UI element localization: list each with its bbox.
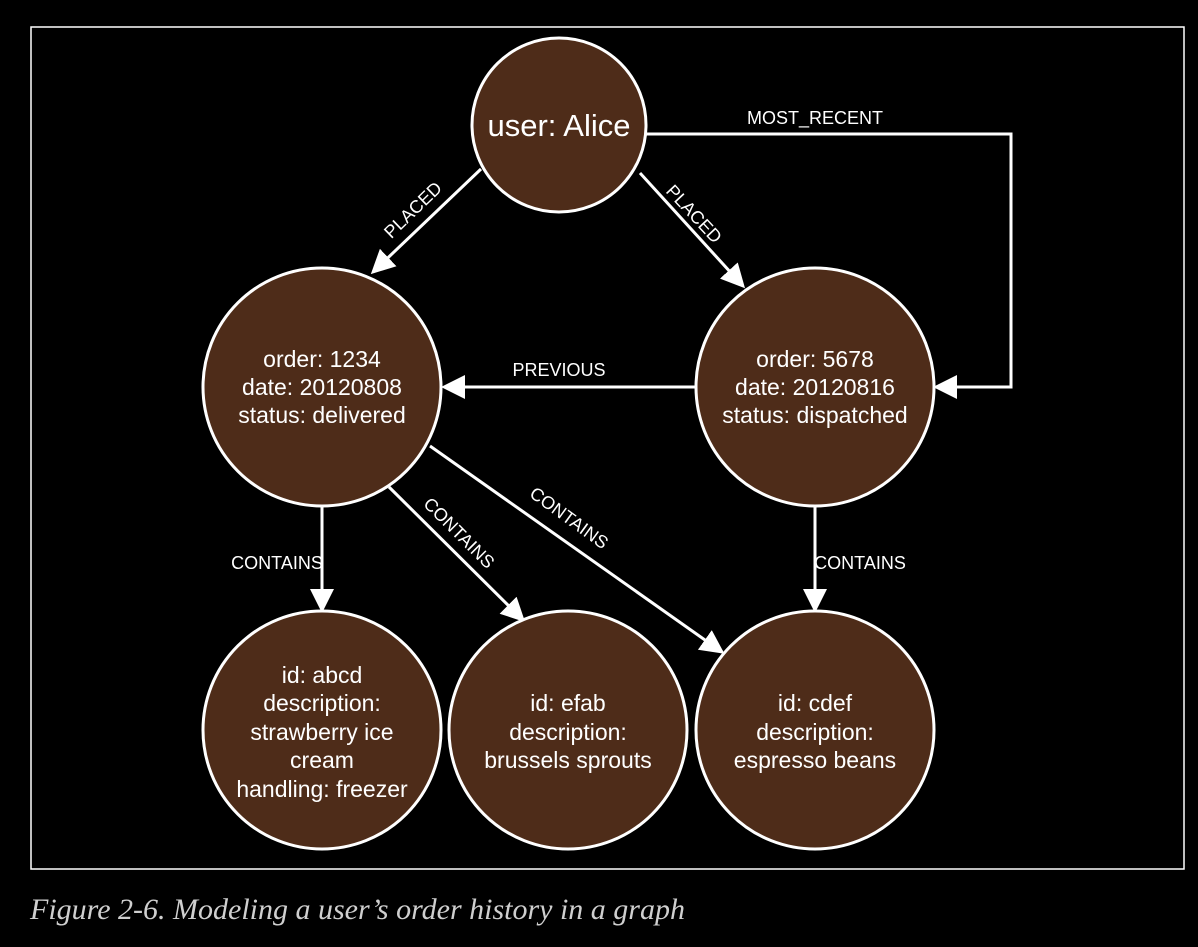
figure-caption: Figure 2-6. Modeling a user’s order hist… <box>30 893 685 926</box>
edge-line <box>429 444 725 654</box>
node-circle <box>694 266 936 508</box>
node-order-1234: order: 1234 date: 20120808 status: deliv… <box>201 266 443 508</box>
edge-previous: PREVIOUS <box>441 360 697 399</box>
edge-label-contains: CONTAINS <box>814 553 906 573</box>
node-line: order: 5678 <box>756 346 874 372</box>
node-item-abcd: id: abcd description: strawberry ice cre… <box>201 609 443 851</box>
edge-line <box>370 167 483 275</box>
node-line: description: <box>263 690 381 716</box>
node-line: order: 1234 <box>263 346 381 372</box>
node-order-5678: order: 5678 date: 20120816 status: dispa… <box>694 266 936 508</box>
node-line: brussels sprouts <box>484 747 651 773</box>
edge-placed-1234: PLACED <box>370 167 483 275</box>
edge-contains-efab: CONTAINS <box>387 485 526 623</box>
node-user-alice: user: Alice <box>470 36 648 214</box>
node-line: id: efab <box>530 690 605 716</box>
edge-label-previous: PREVIOUS <box>512 360 605 380</box>
edge-line <box>645 132 1013 399</box>
node-line: id: cdef <box>778 690 853 716</box>
edge-contains-cdef-from-5678: CONTAINS <box>803 506 906 613</box>
node-line: strawberry ice <box>250 719 393 745</box>
edge-contains-abcd: CONTAINS <box>231 506 334 613</box>
node-circle <box>694 609 936 851</box>
frame-border <box>30 26 1185 870</box>
node-line: id: abcd <box>282 662 363 688</box>
edge-label-placed: PLACED <box>662 181 726 247</box>
node-line: user: Alice <box>487 108 630 143</box>
node-line: cream <box>290 747 354 773</box>
node-item-efab: id: efab description: brussels sprouts <box>447 609 689 851</box>
edge-label-contains: CONTAINS <box>231 553 323 573</box>
node-line: date: 20120808 <box>242 374 402 400</box>
node-item-cdef: id: cdef description: espresso beans <box>694 609 936 851</box>
node-circle <box>447 609 689 851</box>
node-line: espresso beans <box>734 747 896 773</box>
node-circle <box>201 266 443 508</box>
edge-most-recent: MOST_RECENT <box>645 108 1013 399</box>
edge-label-contains: CONTAINS <box>420 494 499 573</box>
edge-line <box>387 485 526 623</box>
edge-label-most-recent: MOST_RECENT <box>747 108 883 129</box>
node-line: description: <box>509 719 627 745</box>
node-line: status: dispatched <box>722 402 907 428</box>
node-line: handling: freezer <box>236 776 408 802</box>
node-line: description: <box>756 719 874 745</box>
edge-line <box>638 171 746 289</box>
node-circle <box>470 36 648 214</box>
node-line: date: 20120816 <box>735 374 895 400</box>
edge-placed-5678: PLACED <box>638 171 746 289</box>
node-circle <box>201 609 443 851</box>
node-line: status: delivered <box>238 402 405 428</box>
order-history-graph: PLACED PLACED MOST_RECENT PREVIOUS CONTA… <box>30 26 1185 870</box>
